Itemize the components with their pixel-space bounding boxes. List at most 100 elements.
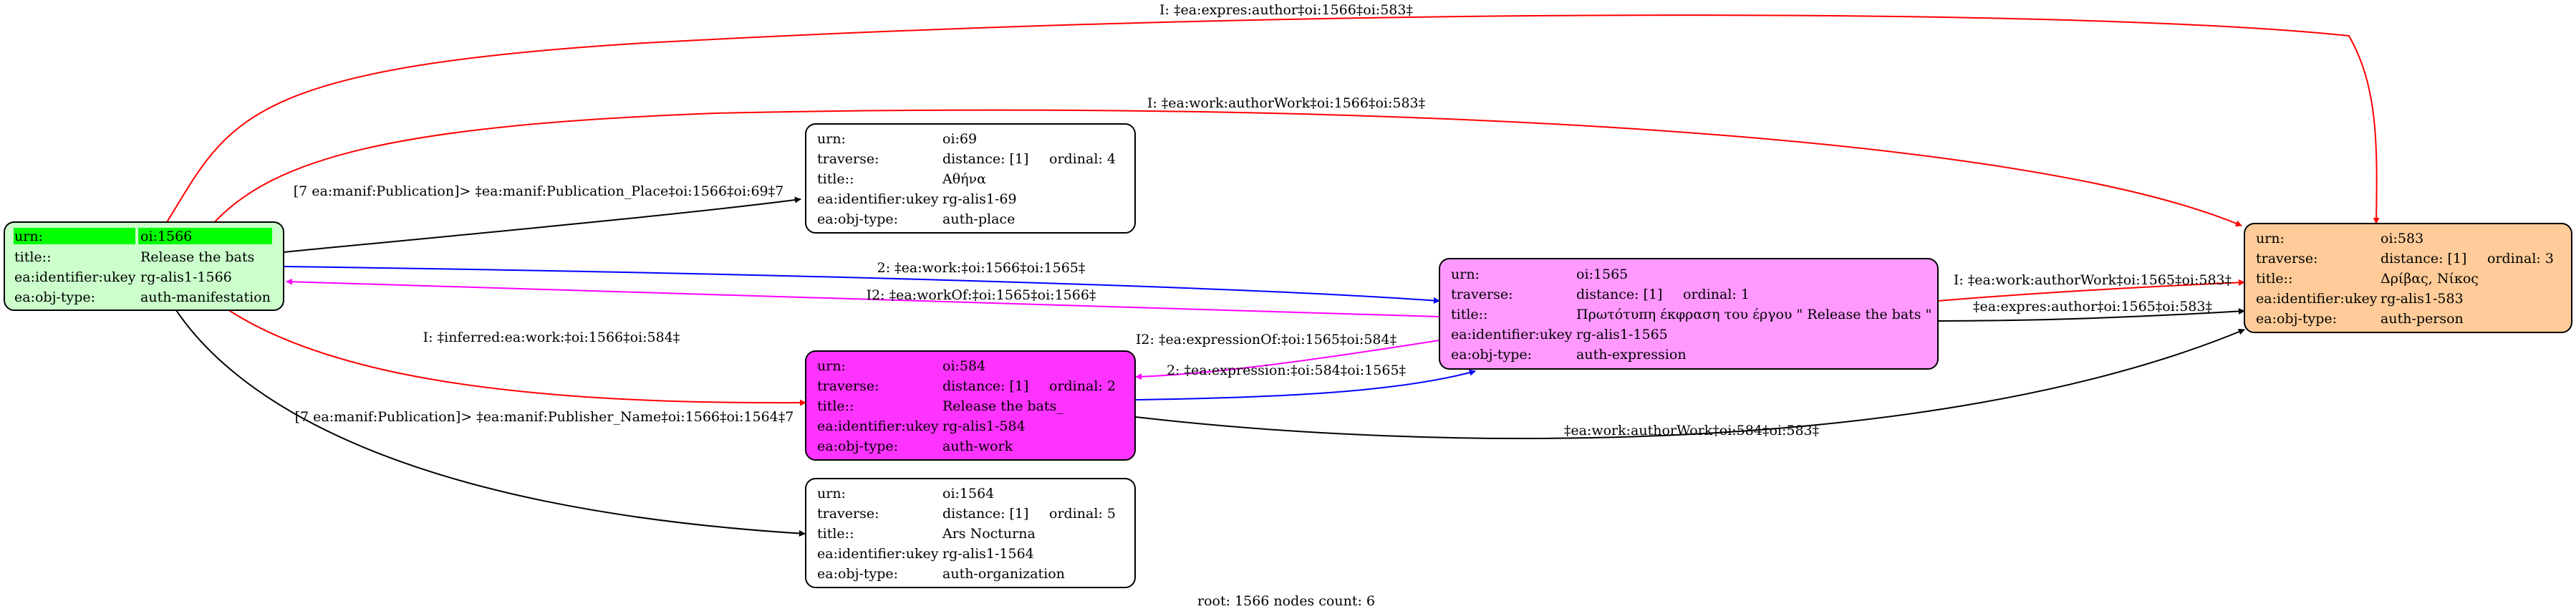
- node-box: [805, 478, 1136, 588]
- edge-label-e7: [7 ea:manif:Publication]> ‡ea:manif:Publ…: [295, 409, 794, 425]
- edge-label-e3: [7 ea:manif:Publication]> ‡ea:manif:Publ…: [294, 183, 783, 199]
- node-box: [805, 350, 1136, 461]
- urn-value-highlight: [138, 228, 272, 244]
- node-value: rg-alis1-1566: [140, 269, 232, 285]
- node-value: rg-alis1-69: [942, 191, 1017, 207]
- node-value: auth-expression: [1576, 347, 1687, 363]
- node-key: title::: [817, 171, 854, 187]
- edge-1566-583-expres-author[interactable]: [164, 14, 2380, 226]
- node-value: auth-manifestation: [140, 289, 271, 305]
- node-key: urn:: [817, 131, 846, 147]
- node-box: [805, 123, 1136, 234]
- edges: [164, 14, 2380, 537]
- node-key: urn:: [2256, 231, 2285, 246]
- edge-1566-584-inferred-work[interactable]: [225, 307, 806, 406]
- urn-key-highlight: [14, 228, 135, 244]
- node-value: Release the bats: [140, 249, 254, 265]
- node-value: oi:1565: [1576, 267, 1628, 282]
- node-key: ea:obj-type:: [817, 438, 898, 454]
- node-value: oi:1564: [942, 486, 994, 502]
- node-oi-1566[interactable]: urn: oi:1566 title:: Release the bats ea…: [4, 221, 284, 311]
- node-key: title::: [817, 526, 854, 542]
- node-key: ea:identifier:ukey: [2256, 291, 2378, 307]
- node-value: distance: [1]: [942, 506, 1028, 522]
- node-key: urn:: [817, 358, 846, 374]
- node-value: rg-alis1-1565: [1576, 327, 1668, 342]
- node-key: ea:obj-type:: [14, 289, 95, 305]
- node-value: rg-alis1-584: [942, 418, 1026, 434]
- node-value: oi:584: [942, 358, 985, 374]
- node-ordinal: ordinal: 1: [1683, 287, 1750, 302]
- edge-label-e5: I2: ‡ea:workOf:‡oi:1565‡oi:1566‡: [867, 287, 1096, 303]
- node-key: ea:identifier:ukey: [14, 269, 136, 285]
- edge-1565-583-work-authorwork[interactable]: [1937, 279, 2245, 302]
- edge-1566-1565-work[interactable]: [283, 266, 1440, 304]
- node-value: Release the bats_: [942, 398, 1063, 414]
- node-key: ea:identifier:ukey: [1451, 327, 1573, 342]
- node-value: Πρωτότυπη έκφραση του έργου " Release th…: [1576, 307, 1931, 322]
- node-key: ea:identifier:ukey: [817, 191, 939, 207]
- node-key: ea:identifier:ukey: [817, 418, 939, 434]
- node-ordinal: ordinal: 4: [1049, 151, 1116, 167]
- edge-label-e9: ‡ea:expres:author‡oi:1565‡oi:583‡: [1973, 299, 2212, 315]
- edge-1566-1564-publisher-name[interactable]: [174, 307, 806, 537]
- node-oi-1564[interactable]: urn: oi:1564 traverse: distance: [1] ord…: [805, 478, 1136, 588]
- node-value: distance: [1]: [2380, 251, 2466, 267]
- node-key: ea:obj-type:: [1451, 347, 1532, 363]
- node-value: auth-place: [942, 211, 1015, 227]
- node-key: traverse:: [817, 506, 879, 522]
- edge-1566-69-publication-place[interactable]: [283, 196, 801, 253]
- node-value: rg-alis1-583: [2380, 291, 2464, 307]
- edge-1566-583-work-authorwork[interactable]: [211, 109, 2242, 226]
- edge-1565-584-expressionof[interactable]: [1135, 340, 1440, 380]
- edge-label-e10: I2: ‡ea:expressionOf:‡oi:1565‡oi:584‡: [1136, 332, 1396, 347]
- node-key: ea:obj-type:: [817, 211, 898, 227]
- node-key: traverse:: [2256, 251, 2318, 267]
- node-key: ea:obj-type:: [2256, 311, 2337, 327]
- node-value: oi:1566: [140, 229, 192, 244]
- node-value: rg-alis1-1564: [942, 546, 1034, 562]
- node-oi-1565[interactable]: urn: oi:1565 traverse: distance: [1] ord…: [1439, 258, 1939, 370]
- edge-label-e8: I: ‡ea:work:authorWork‡oi:1565‡oi:583‡: [1954, 272, 2232, 288]
- edge-labels: I: ‡ea:expres:author‡oi:1566‡oi:583‡ I: …: [294, 2, 2232, 438]
- node-value: distance: [1]: [1576, 287, 1662, 302]
- node-value: auth-person: [2380, 311, 2464, 327]
- edge-1565-1566-workof[interactable]: [286, 278, 1440, 317]
- graph-footer: root: 1566 nodes count: 6: [1197, 593, 1375, 609]
- edge-label-e1: I: ‡ea:expres:author‡oi:1566‡oi:583‡: [1159, 2, 1413, 18]
- node-key: traverse:: [817, 378, 879, 394]
- edge-label-e11: 2: ‡ea:expression:‡oi:584‡oi:1565‡: [1167, 363, 1406, 378]
- node-value: Αθήνα: [942, 171, 986, 187]
- edge-label-e4: 2: ‡ea:work:‡oi:1566‡oi:1565‡: [877, 260, 1086, 276]
- node-value: auth-work: [942, 438, 1013, 454]
- node-value: Ars Nocturna: [942, 526, 1036, 542]
- node-key: ea:obj-type:: [817, 566, 898, 582]
- node-value: oi:583: [2380, 231, 2423, 246]
- node-value: Δρίβας, Νίκος: [2380, 271, 2479, 287]
- edge-1565-583-expres-author[interactable]: [1937, 307, 2245, 322]
- node-key: title::: [1451, 307, 1487, 322]
- edge-label-e2: I: ‡ea:work:authorWork‡oi:1566‡oi:583‡: [1147, 95, 1425, 111]
- node-key: title::: [2256, 271, 2292, 287]
- node-oi-583[interactable]: urn: oi:583 traverse: distance: [1] ordi…: [2244, 223, 2572, 333]
- edge-584-583-work-authorwork[interactable]: [1135, 328, 2245, 439]
- node-value: auth-organization: [942, 566, 1065, 582]
- node-box: [1439, 258, 1939, 370]
- node-oi-69[interactable]: urn: oi:69 traverse: distance: [1] ordin…: [805, 123, 1136, 234]
- node-key: title::: [817, 398, 854, 414]
- node-key: traverse:: [817, 151, 879, 167]
- node-value: distance: [1]: [942, 151, 1028, 167]
- node-key: urn:: [1451, 267, 1480, 282]
- node-value: oi:69: [942, 131, 977, 147]
- node-key: urn:: [817, 486, 846, 502]
- node-key: urn:: [14, 229, 43, 244]
- node-oi-584[interactable]: urn: oi:584 traverse: distance: [1] ordi…: [805, 350, 1136, 461]
- node-key: ea:identifier:ukey: [817, 546, 939, 562]
- node-ordinal: ordinal: 3: [2487, 251, 2554, 267]
- edge-584-1565-expression[interactable]: [1135, 369, 1476, 400]
- node-key: title::: [14, 249, 51, 265]
- edge-label-e6: I: ‡inferred:ea:work:‡oi:1566‡oi:584‡: [423, 330, 680, 345]
- node-box: [2244, 223, 2572, 333]
- node-key: traverse:: [1451, 287, 1513, 302]
